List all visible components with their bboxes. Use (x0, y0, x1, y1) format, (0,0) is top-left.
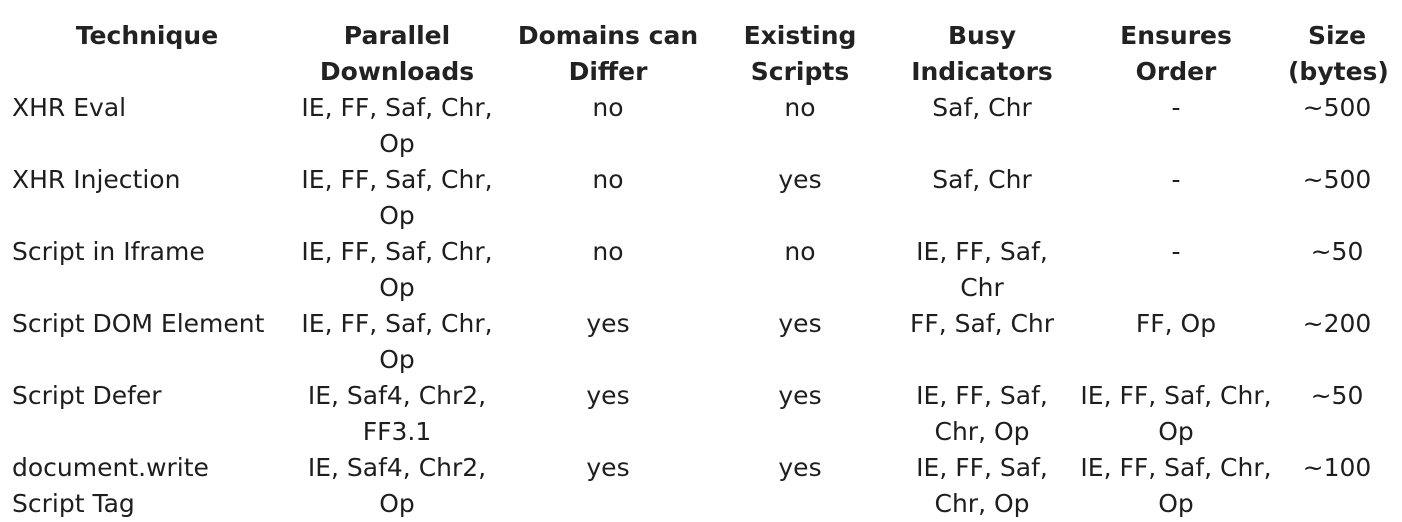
cell-ensures-order: - (1171, 165, 1181, 194)
cell-ensures-order: IE, FF, Saf, Chr, Op (1080, 453, 1272, 518)
cell-existing-scripts: yes (778, 453, 822, 482)
cell-size: ~100 (1302, 453, 1372, 482)
cell-size: ~500 (1302, 93, 1372, 122)
header-parallel-downloads: Parallel Downloads (319, 21, 475, 86)
header-technique: Technique (75, 21, 219, 50)
cell-technique: Script in Iframe (12, 237, 205, 266)
cell-domains-can-differ: no (592, 237, 624, 266)
comparison-table: Technique Parallel Downloads Domains can… (10, 18, 1392, 522)
cell-existing-scripts: no (784, 93, 816, 122)
cell-domains-can-differ: yes (586, 309, 630, 338)
cell-technique: Script DOM Element (12, 309, 265, 338)
table-row: Script in Iframe IE, FF, Saf, Chr, Op no… (10, 234, 1392, 306)
table-header: Technique Parallel Downloads Domains can… (10, 18, 1392, 90)
cell-size: ~50 (1310, 381, 1364, 410)
table-row: Script DOM Element IE, FF, Saf, Chr, Op … (10, 306, 1392, 378)
header-existing-scripts: Existing Scripts (743, 21, 857, 86)
cell-ensures-order: IE, FF, Saf, Chr, Op (1080, 381, 1272, 446)
header-ensures-order: Ensures Order (1120, 21, 1232, 86)
cell-busy-indicators: IE, FF, Saf, Chr, Op (916, 381, 1048, 446)
cell-domains-can-differ: yes (586, 381, 630, 410)
cell-ensures-order: - (1171, 237, 1181, 266)
cell-size: ~50 (1310, 237, 1364, 266)
header-busy-indicators: Busy Indicators (911, 21, 1053, 86)
cell-parallel-downloads: IE, Saf4, Chr2, Op (307, 453, 487, 518)
table-body: XHR Eval IE, FF, Saf, Chr, Op no no Saf,… (10, 90, 1392, 522)
cell-domains-can-differ: no (592, 165, 624, 194)
cell-parallel-downloads: IE, Saf4, Chr2, FF3.1 (307, 381, 487, 446)
cell-parallel-downloads: IE, FF, Saf, Chr, Op (301, 309, 493, 374)
cell-technique: Script Defer (12, 381, 162, 410)
table-row: XHR Injection IE, FF, Saf, Chr, Op no ye… (10, 162, 1392, 234)
cell-ensures-order: - (1171, 93, 1181, 122)
cell-size: ~500 (1302, 165, 1372, 194)
table-row: XHR Eval IE, FF, Saf, Chr, Op no no Saf,… (10, 90, 1392, 162)
cell-technique: XHR Eval (12, 93, 127, 122)
cell-ensures-order: FF, Op (1135, 309, 1217, 338)
cell-busy-indicators: IE, FF, Saf, Chr (916, 237, 1048, 302)
cell-technique: XHR Injection (12, 165, 181, 194)
header-size-bytes: Size (bytes) (1288, 21, 1389, 86)
table-row: Script Defer IE, Saf4, Chr2, FF3.1 yes y… (10, 378, 1392, 450)
cell-parallel-downloads: IE, FF, Saf, Chr, Op (301, 165, 493, 230)
cell-existing-scripts: yes (778, 309, 822, 338)
cell-technique: document.write Script Tag (12, 453, 209, 518)
cell-existing-scripts: no (784, 237, 816, 266)
cell-existing-scripts: yes (778, 381, 822, 410)
cell-busy-indicators: IE, FF, Saf, Chr, Op (916, 453, 1048, 518)
header-row: Technique Parallel Downloads Domains can… (10, 18, 1392, 90)
cell-size: ~200 (1302, 309, 1372, 338)
cell-busy-indicators: Saf, Chr (932, 93, 1032, 122)
cell-busy-indicators: Saf, Chr (932, 165, 1032, 194)
cell-parallel-downloads: IE, FF, Saf, Chr, Op (301, 93, 493, 158)
cell-existing-scripts: yes (778, 165, 822, 194)
header-domains-can-differ: Domains can Differ (517, 21, 699, 86)
cell-busy-indicators: FF, Saf, Chr (909, 309, 1055, 338)
cell-domains-can-differ: yes (586, 453, 630, 482)
table-row: document.write Script Tag IE, Saf4, Chr2… (10, 450, 1392, 522)
cell-parallel-downloads: IE, FF, Saf, Chr, Op (301, 237, 493, 302)
cell-domains-can-differ: no (592, 93, 624, 122)
